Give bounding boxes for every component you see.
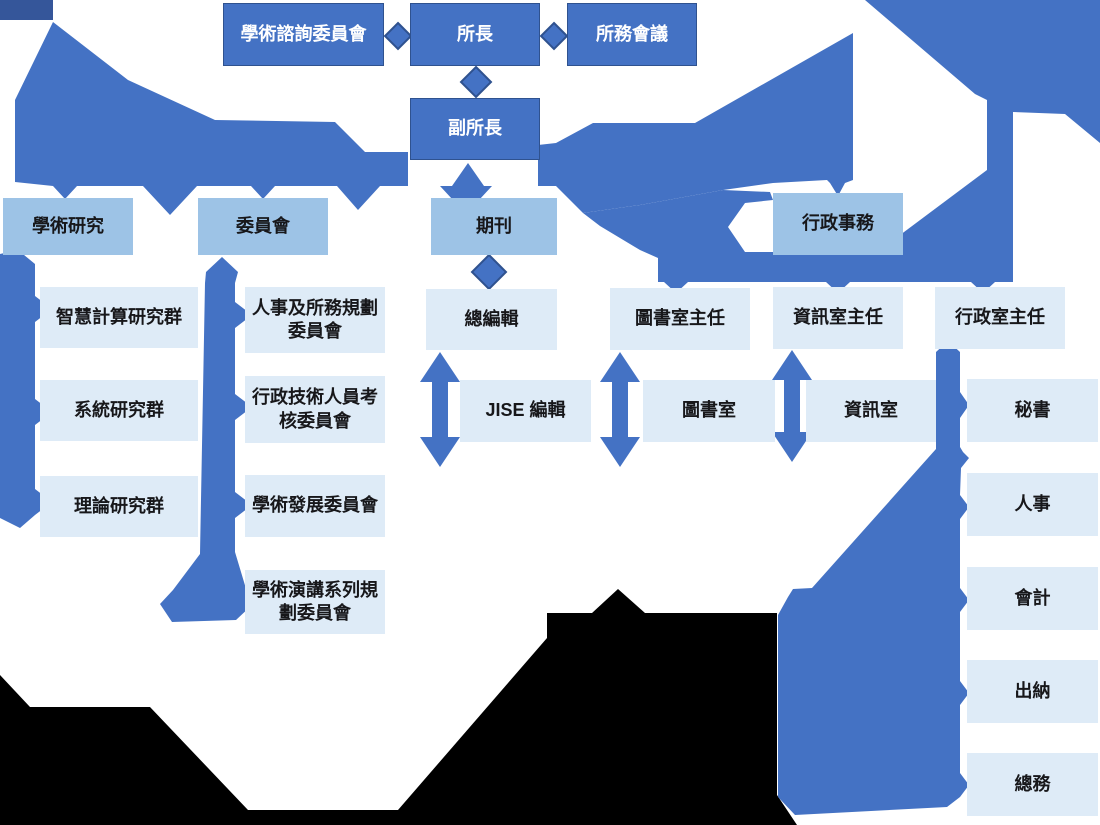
node-label-institute-meeting: 所務會議 (596, 23, 668, 44)
node-label-journal: 期刊 (476, 215, 512, 236)
double-arrow-jise (420, 352, 460, 467)
node-academic-research: 學術研究 (3, 198, 133, 255)
node-label-academic-development-committee: 學術發展委員會 (252, 495, 378, 516)
node-intelligent-computing-group: 智慧計算研究群 (40, 287, 198, 348)
node-label-director: 所長 (457, 23, 493, 44)
node-label-advisory-committee: 學術諮詢委員會 (240, 23, 367, 44)
connector-right-trunk (778, 341, 969, 815)
node-deputy-director: 副所長 (410, 98, 540, 160)
node-theory-group: 理論研究群 (40, 476, 198, 537)
node-label-staff-appraisal-committee: 行政技術人員考核委員會 (252, 387, 378, 431)
connector-research-trunk (0, 250, 52, 528)
diamond-advisory-director (383, 21, 413, 51)
node-label-theory-group: 理論研究群 (74, 495, 164, 516)
node-admin-office-head: 行政室主任 (935, 287, 1065, 349)
transparent-black-region-bottom (0, 589, 797, 825)
node-label-committees: 委員會 (236, 215, 290, 236)
node-label-admin-office-head: 行政室主任 (955, 307, 1045, 328)
node-committees: 委員會 (198, 198, 328, 255)
node-label-academic-research: 學術研究 (32, 215, 104, 236)
node-personnel: 人事 (967, 473, 1098, 536)
node-staff-appraisal-committee: 行政技術人員考核委員會 (245, 376, 385, 443)
node-label-it-office-head: 資訊室主任 (793, 307, 883, 328)
double-arrow-it-office (772, 350, 812, 462)
diamond-director-deputy (459, 65, 493, 99)
node-label-it-office: 資訊室 (844, 400, 898, 421)
connector-topright-mass (865, 0, 1100, 143)
node-secretary: 秘書 (967, 379, 1098, 442)
node-chief-editor: 總編輯 (426, 289, 557, 350)
diamond-director-meeting (539, 21, 569, 51)
node-label-personnel: 人事 (1014, 493, 1051, 514)
node-institute-meeting: 所務會議 (567, 3, 697, 66)
connector-admin-descender (583, 190, 773, 258)
node-label-chief-editor: 總編輯 (464, 308, 519, 329)
double-arrow-library (600, 352, 640, 467)
node-label-personnel-planning-committee: 人事及所務規劃委員會 (252, 297, 378, 341)
node-it-office-head: 資訊室主任 (773, 287, 903, 349)
node-label-general-affairs: 總務 (1014, 773, 1051, 794)
node-accounting: 會計 (967, 567, 1098, 630)
node-academic-development-committee: 學術發展委員會 (245, 475, 385, 537)
node-library: 圖書室 (643, 380, 775, 442)
connector-right-strip (987, 100, 1013, 282)
node-label-accounting: 會計 (1014, 587, 1051, 608)
node-label-secretary: 秘書 (1014, 399, 1051, 420)
connector-committee-trunk (160, 257, 252, 622)
node-label-administration: 行政事務 (802, 213, 874, 234)
connector-heads-band (658, 254, 1013, 293)
node-label-library-head: 圖書室主任 (635, 308, 725, 329)
node-journal: 期刊 (431, 198, 557, 255)
node-label-systems-group: 系統研究群 (74, 399, 164, 420)
node-director: 所長 (410, 3, 540, 66)
node-cashier: 出納 (967, 660, 1098, 723)
connector-main-band (15, 22, 853, 215)
node-label-intelligent-computing-group: 智慧計算研究群 (56, 306, 182, 327)
node-label-library: 圖書室 (682, 400, 736, 421)
node-label-jise-editor: JISE 編輯 (485, 400, 566, 421)
node-it-office: 資訊室 (806, 380, 936, 442)
node-advisory-committee: 學術諮詢委員會 (223, 3, 384, 66)
node-label-deputy-director: 副所長 (448, 118, 502, 139)
node-systems-group: 系統研究群 (40, 380, 198, 441)
node-general-affairs: 總務 (967, 753, 1098, 816)
node-label-cashier: 出納 (1014, 680, 1051, 701)
node-personnel-planning-committee: 人事及所務規劃委員會 (245, 287, 385, 353)
node-administration: 行政事務 (773, 193, 903, 255)
node-jise-editor: JISE 編輯 (460, 380, 591, 442)
node-lecture-series-committee: 學術演講系列規劃委員會 (245, 570, 385, 634)
corner-block (0, 0, 53, 20)
node-library-head: 圖書室主任 (610, 288, 750, 350)
node-label-lecture-series-committee: 學術演講系列規劃委員會 (252, 579, 378, 623)
